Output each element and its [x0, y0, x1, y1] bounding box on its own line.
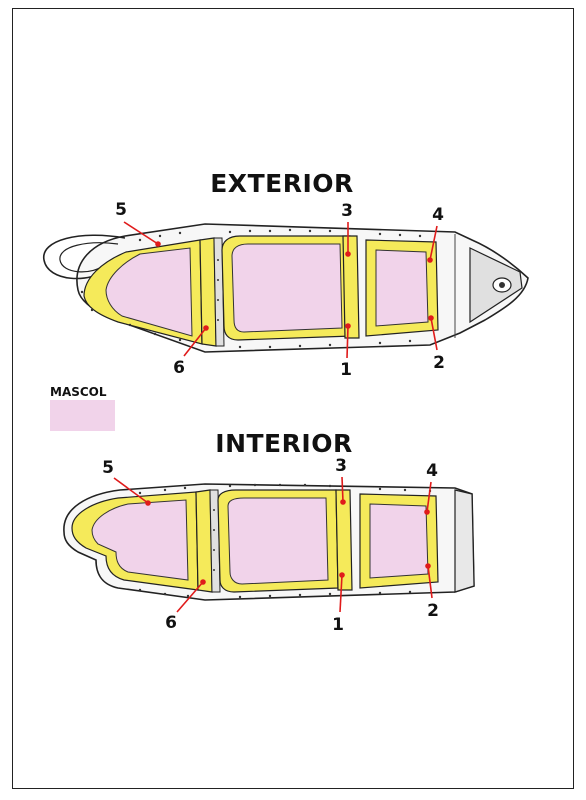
exterior-callout-4: 4: [427, 205, 444, 263]
interior-nose-ring: [454, 489, 475, 593]
exterior-callout-3: 3: [341, 201, 353, 257]
interior-view: INTERIOR 5: [63, 429, 475, 635]
svg-text:2: 2: [427, 601, 439, 621]
interior-callout-4: 4: [424, 461, 438, 515]
interior-mask-6: [195, 489, 213, 593]
legend-label: MASCOL: [50, 385, 107, 399]
exterior-callout-6: 6: [173, 325, 209, 378]
exterior-mask-3-1: [342, 235, 360, 339]
exterior-title: EXTERIOR: [210, 169, 354, 198]
exterior-callout-2: 2: [428, 315, 445, 373]
legend-swatch-mascol: [50, 400, 115, 431]
interior-glass-main: [227, 497, 329, 585]
svg-text:2: 2: [433, 353, 445, 373]
svg-text:1: 1: [340, 360, 352, 380]
exterior-rivets: [80, 228, 422, 349]
interior-callout-5: 5: [102, 458, 151, 506]
exterior-hook: [43, 234, 126, 280]
legend: MASCOL: [50, 385, 115, 431]
exterior-callout-1: 1: [340, 323, 352, 380]
svg-text:1: 1: [332, 615, 344, 635]
svg-text:5: 5: [115, 200, 127, 220]
exterior-view: EXTERIOR: [43, 169, 529, 380]
interior-callout-1: 1: [332, 572, 345, 635]
interior-rivets: [138, 483, 432, 599]
svg-text:4: 4: [432, 205, 444, 225]
exterior-callout-5: 5: [115, 200, 161, 247]
interior-callout-2: 2: [425, 563, 439, 621]
svg-text:3: 3: [341, 201, 353, 221]
interior-callout-6: 6: [165, 579, 206, 633]
svg-text:5: 5: [102, 458, 114, 478]
interior-title: INTERIOR: [215, 429, 352, 458]
exterior-glass-5: [105, 247, 193, 337]
svg-text:6: 6: [173, 358, 185, 378]
interior-callout-3: 3: [335, 456, 347, 505]
interior-glass-front: [369, 503, 429, 579]
exterior-glass-main: [231, 243, 343, 333]
interior-mask-3-1: [335, 489, 353, 591]
page-frame: [12, 8, 574, 789]
svg-text:4: 4: [426, 461, 438, 481]
svg-text:6: 6: [165, 613, 177, 633]
interior-glass-5: [91, 499, 189, 581]
exterior-glass-front: [375, 249, 429, 327]
svg-text:3: 3: [335, 456, 347, 476]
